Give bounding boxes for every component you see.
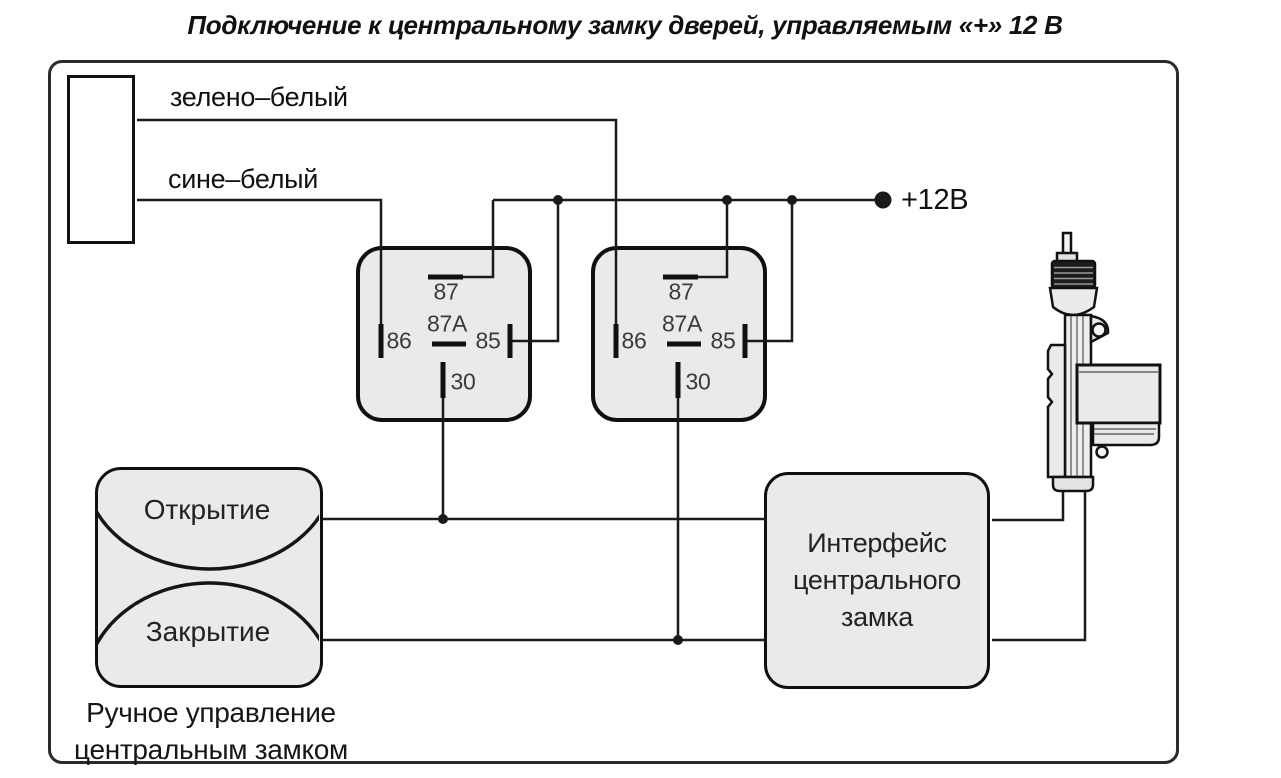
relay-2-pin-86-label: 86 [621,327,647,354]
relay-2: 87 87A 86 85 30 [591,246,767,422]
interface-line-2: центрального [793,565,961,595]
wire-label-green-white: зелено–белый [170,82,348,112]
manual-control-contacts-shape [98,510,319,646]
relay-2-pin-87a-label: 87A [661,310,703,337]
manual-control-block: Открытие Закрытие [95,467,323,688]
open-contact-ellipse [98,510,319,571]
relay-1-pin-87-label: 87 [433,278,459,305]
manual-control-caption: Ручное управление центральным замком [38,694,384,768]
relay-1-pin-30-label: 30 [450,368,476,395]
relay-1-pin-86-label: 86 [386,327,412,354]
relay-2-pin-30-label: 30 [685,368,711,395]
central-lock-interface-box: Интерфейс центрального замка [764,472,990,689]
interface-line-3: замка [841,602,913,632]
relay-1-pin-85-label: 85 [475,327,501,354]
close-contact-ellipse [98,581,319,646]
alarm-connector-block [67,75,135,244]
diagram-title: Подключение к центральному замку дверей,… [187,10,1063,40]
caption-line-1: Ручное управление [86,697,336,728]
manual-open-label: Открытие [143,494,271,525]
interface-line-1: Интерфейс [807,528,947,558]
relay-2-pin-87-label: 87 [668,278,694,305]
relay-1-pin-87a-label: 87A [426,310,468,337]
relay-2-pin-85-label: 85 [710,327,736,354]
relay-1: 87 87A 86 85 30 [356,246,532,422]
caption-line-2: центральным замком [74,734,348,765]
power-12v-label: +12В [901,184,969,216]
diagram-frame [48,60,1179,764]
wire-label-blue-white: сине–белый [168,164,319,194]
manual-close-label: Закрытие [145,616,271,647]
